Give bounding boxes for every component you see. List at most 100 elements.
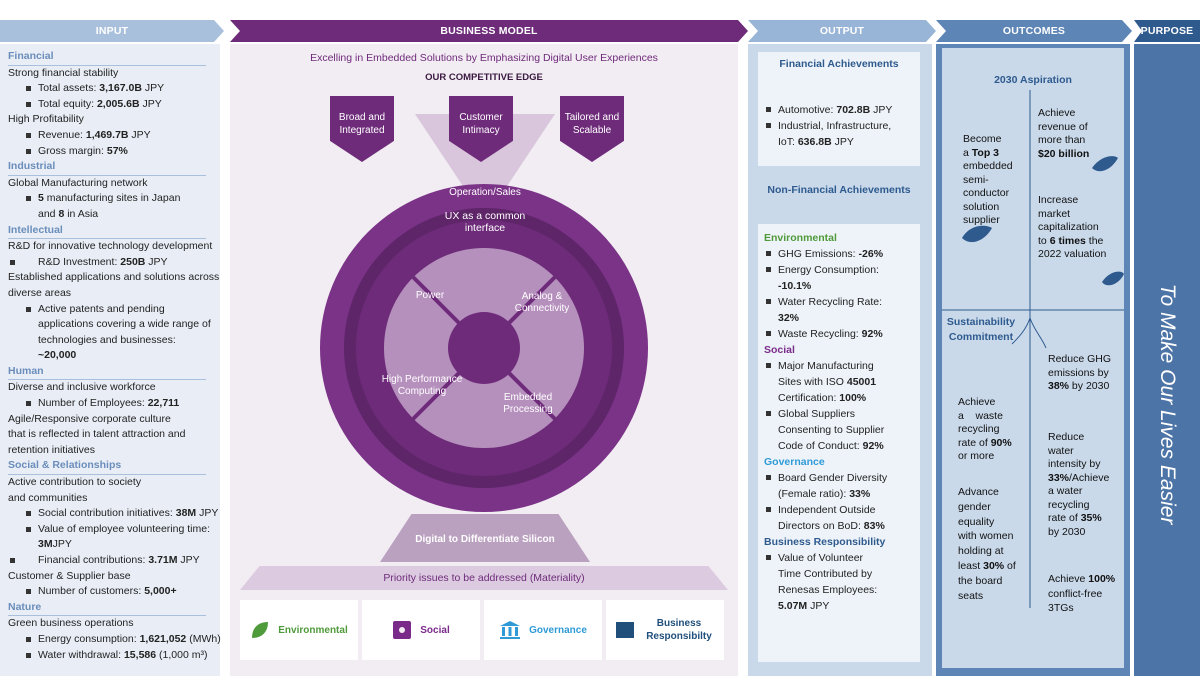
customers-count: Number of customers: 5,000+ — [8, 584, 214, 600]
financial-stability: Strong financial stability — [8, 66, 119, 79]
water-recycling: Water Recycling Rate:32% — [764, 294, 914, 326]
nonfinancial-achievements-box — [758, 224, 920, 662]
revenue: Revenue: 1,469.7B JPY — [8, 128, 214, 144]
segment-analog-connectivity: Analog & Connectivity — [514, 291, 570, 314]
patents-line-3: technologies and businesses: ~20,000 — [38, 333, 176, 362]
wheel-core — [448, 312, 520, 384]
operation-sales-label: Operation/Sales — [449, 187, 521, 198]
financial-achievements-title: Financial Achievements — [779, 58, 899, 70]
category-human: Human — [8, 364, 206, 381]
energy-consumption-output: Energy Consumption:-10.1% — [764, 262, 914, 294]
patents-line-2: applications covering a wide range of — [38, 318, 211, 331]
governance-subtitle: Governance — [764, 456, 825, 468]
shield-broad-integrated: Broad and Integrated — [330, 96, 394, 162]
business-model-header: BUSINESS MODEL — [230, 20, 748, 42]
input-column: Financial Strong financial stability Tot… — [0, 44, 221, 676]
segment-embedded-processing: Embedded Processing — [503, 392, 553, 415]
issue-social: Social — [362, 600, 480, 660]
water-withdrawal: Water withdrawal: 15,586 (1,000 m³) — [8, 648, 214, 664]
category-industrial: Industrial — [8, 159, 206, 176]
culture-line-1: Agile/Responsive corporate culture — [8, 412, 171, 425]
output-header: OUTPUT — [748, 20, 936, 42]
diverse-workforce: Diverse and inclusive workforce — [8, 381, 156, 394]
contribution-line-2: and communities — [8, 491, 88, 504]
leaf-left-icon — [962, 225, 992, 243]
nonfinancial-achievements-title: Non-Financial Achievements — [767, 184, 911, 196]
customer-supplier-base: Customer & Supplier base — [8, 569, 131, 582]
manufacturing-network: Global Manufacturing network — [8, 176, 148, 189]
institution-icon — [500, 621, 521, 639]
employees: Number of Employees: 22,711 — [8, 396, 214, 412]
issue-social-label: Social — [420, 624, 450, 636]
input-header: INPUT — [0, 20, 224, 42]
shield-tailored-scalable: Tailored and Scalable — [560, 96, 624, 162]
culture-line-3: retention initiatives — [8, 443, 95, 456]
segment-hpc: High Performance Computing — [381, 374, 463, 397]
nonfinancial-list: Environmental GHG Emissions: -26% Energy… — [758, 230, 920, 614]
green-operations: Green business operations — [8, 617, 134, 630]
automotive-revenue: Automotive: 702.8B JPY — [764, 102, 914, 118]
issue-business-responsibility: Business Responsibilty — [606, 600, 724, 660]
volunteering-amount: 3MJPY — [38, 538, 72, 551]
outcomes-panel — [942, 48, 1124, 668]
leaf-top-right-icon — [1092, 156, 1118, 172]
culture-line-2: that is reflected in talent attraction a… — [8, 428, 186, 441]
business-responsibility-subtitle: Business Responsibility — [764, 536, 886, 548]
category-nature: Nature — [8, 600, 206, 617]
gross-margin: Gross margin: 57% — [8, 144, 214, 160]
purpose-statement: To Make Our Lives Easier — [1156, 283, 1179, 525]
outcomes-header: OUTCOMES — [936, 20, 1132, 42]
manufacturing-sites: 5 manufacturing sites in Japan — [8, 191, 214, 207]
purpose-header: PURPOSE — [1134, 20, 1200, 42]
ux-label: UX as a common interface — [444, 210, 526, 234]
segment-power: Power — [415, 290, 445, 301]
root-2 — [1029, 317, 1047, 349]
issue-governance-label: Governance — [529, 624, 587, 636]
issue-business-responsibility-label: Business Responsibilty — [646, 618, 712, 642]
category-intellectual: Intellectual — [8, 223, 206, 240]
issue-governance: Governance — [484, 600, 602, 660]
rd-investment: R&D Investment: 250B JPY — [8, 255, 214, 271]
contribution-line-1: Active contribution to society — [8, 476, 142, 489]
materiality-bar: Priority issues to be addressed (Materia… — [240, 566, 728, 590]
category-social: Social & Relationships — [8, 458, 206, 476]
business-wheel — [320, 184, 648, 512]
leaf-bottom-right-icon — [1102, 271, 1124, 286]
iiot-revenue: Industrial, Infrastructure,IoT: 636.8B J… — [764, 118, 914, 150]
high-profitability: High Profitability — [8, 113, 84, 126]
board-gender-diversity: Board Gender Diversity(Female ratio): 33… — [764, 470, 914, 502]
wheel-base — [380, 514, 590, 562]
issue-environmental-label: Environmental — [278, 624, 348, 636]
financial-contributions: Financial contributions: 3.71M JPY — [8, 553, 214, 569]
rd-development: R&D for innovative technology developmen… — [8, 240, 213, 253]
total-equity: Total equity: 2,005.6B JPY — [8, 97, 214, 113]
social-subtitle: Social — [764, 344, 795, 356]
digital-silicon-label: Digital to Differentiate Silicon — [415, 534, 555, 545]
output-column: Financial Achievements Automotive: 702.8… — [748, 44, 932, 676]
book-icon — [616, 622, 634, 638]
purpose-column: To Make Our Lives Easier — [1134, 44, 1200, 676]
financial-achievements-box — [758, 52, 920, 166]
energy-consumption: Energy consumption: 1,621,052 (MWh) — [8, 632, 221, 648]
social-initiatives: Social contribution initiatives: 38M JPY — [8, 506, 218, 522]
puzzle-icon — [393, 621, 412, 639]
environmental-subtitle: Environmental — [764, 232, 837, 244]
waste-recycling: Waste Recycling: 92% — [764, 326, 914, 342]
apps-line-2: diverse areas — [8, 286, 72, 299]
aspiration-tree — [942, 90, 1124, 608]
category-financial: Financial — [8, 49, 206, 66]
sustainability-title: Sustainability Commitment — [946, 316, 1016, 343]
total-assets: Total assets: 3,167.0B JPY — [8, 81, 214, 97]
